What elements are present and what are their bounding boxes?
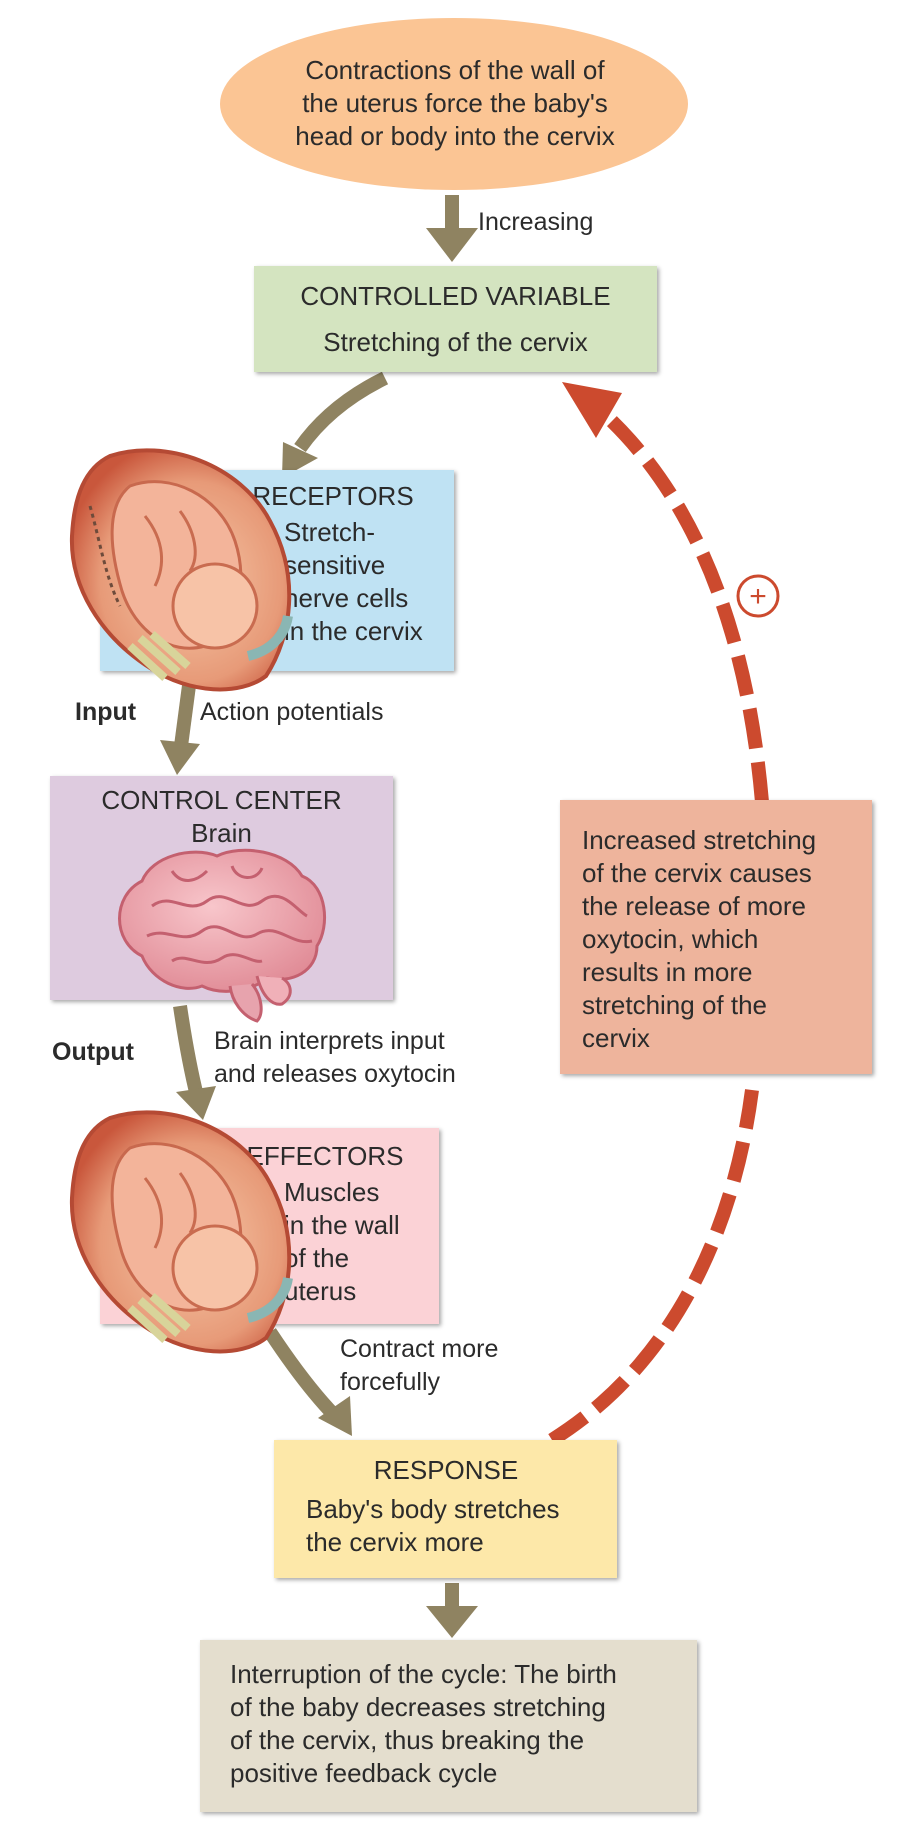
arrow-start-to-controlled <box>426 195 478 262</box>
action-potentials-label: Action potentials <box>200 698 384 726</box>
receptors-line: in the cervix <box>284 616 423 646</box>
controlled-variable-title: CONTROLLED VARIABLE <box>300 281 611 311</box>
receptors-title: RECEPTORS <box>252 481 414 511</box>
explanation-line: oxytocin, which <box>582 924 759 954</box>
plus-sign: + <box>749 580 767 613</box>
positive-feedback-loop <box>548 382 769 1446</box>
control-center-subtitle: Brain <box>191 818 252 848</box>
interruption-line: of the cervix, thus breaking the <box>230 1725 585 1755</box>
explanation-line: Increased stretching <box>582 825 817 855</box>
explanation-box: Increased stretching of the cervix cause… <box>560 800 872 1074</box>
effectors-line: in the wall <box>284 1210 400 1240</box>
input-label: Input <box>75 698 137 726</box>
explanation-line: results in more <box>582 957 753 987</box>
increasing-label: Increasing <box>478 208 594 236</box>
arrow-response-to-interruption <box>426 1583 478 1638</box>
effectors-text: Muscles in the wall of the uterus <box>284 1176 400 1308</box>
start-ellipse <box>220 18 688 190</box>
response-box: RESPONSE Baby's body stretches the cervi… <box>274 1440 617 1578</box>
response-line: the cervix more <box>306 1527 484 1557</box>
explanation-line: of the cervix causes <box>582 858 812 888</box>
effectors-line: Muscles <box>284 1177 380 1207</box>
contract-more-line: forcefully <box>340 1368 441 1396</box>
contract-more-line: Contract more <box>340 1335 499 1363</box>
explanation-line: cervix <box>582 1023 650 1053</box>
effectors-line: of the <box>284 1243 350 1273</box>
plus-sign-circle <box>736 574 780 618</box>
receptors-line: Stretch- <box>284 517 376 547</box>
interruption-line: positive feedback cycle <box>230 1758 498 1788</box>
effectors-title: EFFECTORS <box>246 1141 404 1171</box>
controlled-variable-box: CONTROLLED VARIABLE Stretching of the ce… <box>254 266 657 372</box>
explanation-line: the release of more <box>582 891 807 921</box>
effectors-line: uterus <box>284 1276 357 1306</box>
response-title: RESPONSE <box>373 1455 519 1485</box>
interruption-line: Interruption of the cycle: The birth <box>230 1659 617 1689</box>
response-text: Baby's body stretches the cervix more <box>306 1493 617 1559</box>
brain-interprets-line: and releases oxytocin <box>214 1060 456 1088</box>
explanation-line: stretching of the <box>582 990 767 1020</box>
controlled-variable-text: Stretching of the cervix <box>323 327 588 357</box>
receptors-line: nerve cells <box>284 583 409 613</box>
start-line: the uterus force the baby's <box>302 88 608 118</box>
start-text: Contractions of the wall of the uterus f… <box>250 54 660 153</box>
arrow-controlled-to-receptors <box>282 371 389 478</box>
interruption-text: Interruption of the cycle: The birth of … <box>230 1658 697 1790</box>
brain-interprets-line: Brain interprets input <box>214 1027 445 1055</box>
contract-more-label: Contract more forcefully <box>340 1333 498 1399</box>
interruption-line: of the baby decreases stretching <box>230 1692 606 1722</box>
interruption-box: Interruption of the cycle: The birth of … <box>200 1640 697 1812</box>
output-label: Output <box>52 1038 134 1066</box>
start-line: head or body into the cervix <box>295 121 615 151</box>
start-line: Contractions of the wall of <box>305 55 605 85</box>
control-center-title: CONTROL CENTER <box>101 785 342 815</box>
explanation-text: Increased stretching of the cervix cause… <box>582 824 872 1055</box>
brain-interprets-label: Brain interprets input and releases oxyt… <box>214 1025 456 1091</box>
response-line: Baby's body stretches <box>306 1494 560 1524</box>
arrow-receptors-to-control <box>160 677 200 775</box>
control-center-box: CONTROL CENTER Brain <box>50 776 393 1000</box>
arrow-control-to-effectors <box>173 1004 216 1120</box>
receptors-line: sensitive <box>284 550 386 580</box>
receptors-text: Stretch- sensitive nerve cells in the ce… <box>284 516 423 648</box>
